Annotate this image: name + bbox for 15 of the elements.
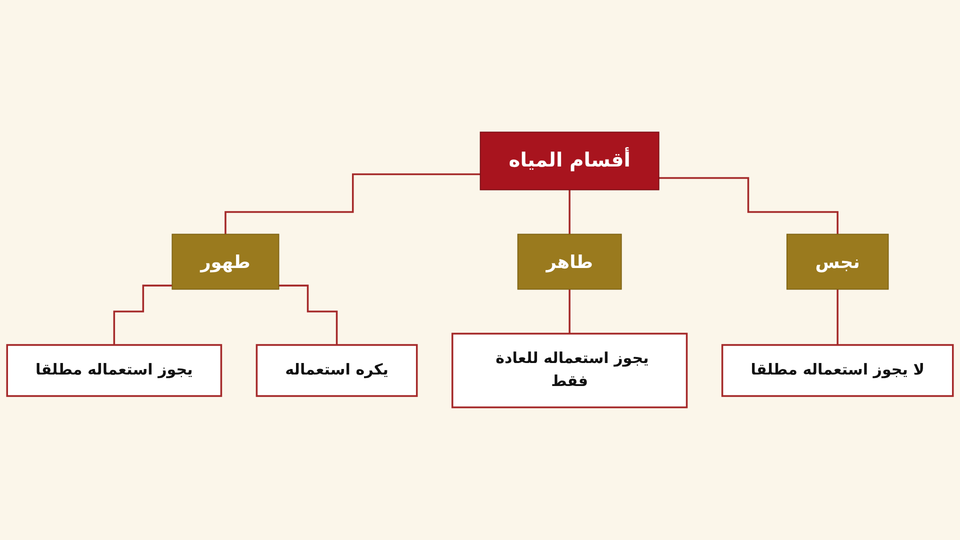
node-box: أقسام المياه (480, 132, 660, 191)
connector (278, 284, 338, 346)
connector (836, 288, 838, 346)
node-box: لا يجوز استعماله مطلقا (721, 344, 954, 398)
node-box: طهور (172, 234, 280, 290)
connector (658, 177, 838, 236)
connector (113, 284, 172, 346)
connector (224, 174, 480, 236)
node-box: يكره استعماله (256, 344, 418, 398)
node-box: نجس (786, 234, 889, 290)
node-box: طاهر (517, 234, 622, 290)
connector (568, 288, 570, 335)
node-box: يجوز استعماله مطلقا (6, 344, 222, 398)
node-box: يجوز استعماله للعادة فقط (452, 333, 688, 408)
connector (568, 189, 570, 236)
